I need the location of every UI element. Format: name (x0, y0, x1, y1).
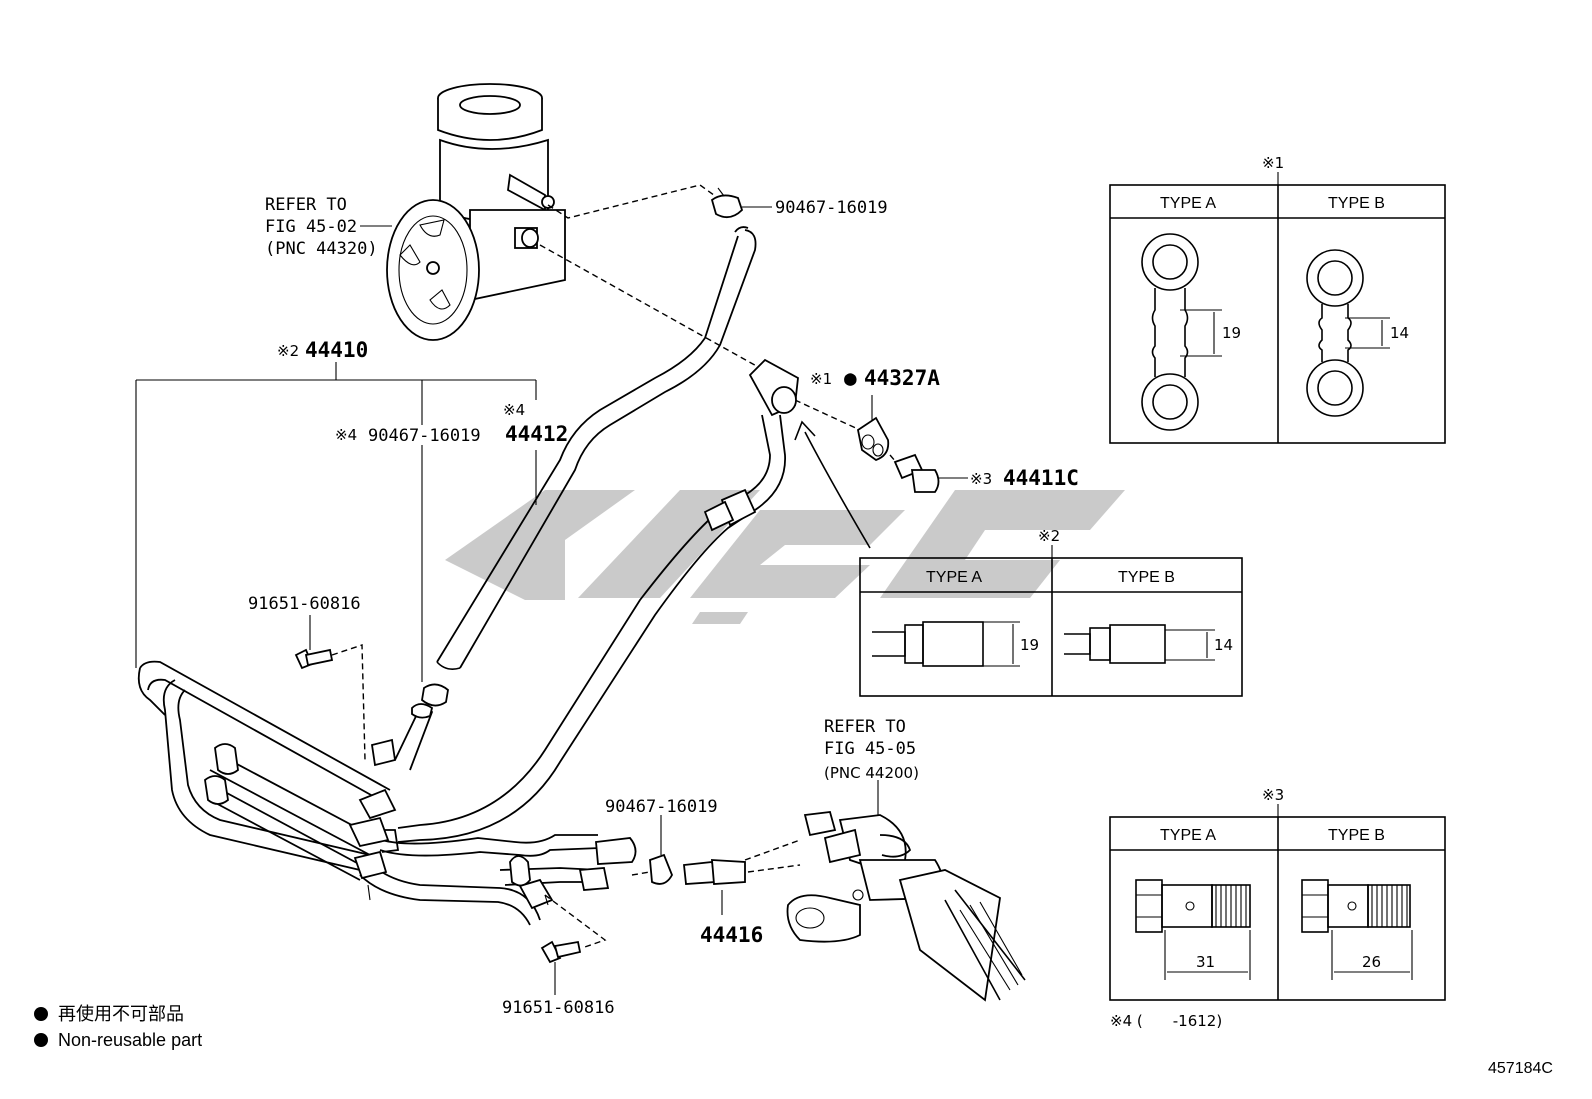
part-number-clamp-bottom: 90467-16019 (605, 797, 718, 817)
svg-text:TYPE B: TYPE B (1328, 195, 1385, 212)
part-number-clamp-left: 90467-16019 (368, 426, 481, 446)
clamp-90467-left (421, 683, 449, 707)
svg-text:19: 19 (1020, 636, 1039, 654)
clamp-90467-top (710, 187, 744, 219)
power-steering-pump (386, 83, 566, 341)
refer-to-pump-label: REFER TO FIG 45-02 (PNC 44320) (265, 195, 392, 259)
svg-text:TYPE B: TYPE B (1118, 569, 1175, 586)
bolt-91651-bottom (540, 940, 582, 995)
figure-id: 457184C (1488, 1060, 1553, 1077)
steering-gear (786, 780, 1026, 1002)
part-number-gasket: 44327A (864, 366, 940, 390)
svg-text:※3: ※3 (1262, 786, 1284, 804)
svg-text:※1: ※1 (810, 370, 832, 388)
refer-to-gear-label: REFER TO FIG 45-05 (PNC 44200) (824, 717, 919, 782)
union-bolt-44411c (893, 453, 940, 493)
union-44416 (683, 859, 746, 915)
table-gasket-types: ※1 TYPE A TYPE B 19 14 (1109, 154, 1446, 444)
svg-text:再使用不可部品: 再使用不可部品 (58, 1004, 184, 1024)
note-4: ※4 ( -1612) (1110, 1012, 1222, 1030)
svg-text:(PNC 44200): (PNC 44200) (824, 764, 919, 782)
part-number-bolt-bottom: 91651-60816 (502, 998, 615, 1018)
svg-text:REFER TO: REFER TO (824, 717, 906, 737)
watermark-logo (445, 490, 1125, 624)
part-number-bolt-left: 91651-60816 (248, 594, 361, 614)
part-number-clamp-top: 90467-16019 (775, 198, 888, 218)
svg-text:(PNC 44320): (PNC 44320) (265, 239, 378, 259)
svg-text:※2: ※2 (277, 342, 299, 360)
svg-text:FIG 45-05: FIG 45-05 (824, 739, 916, 759)
part-number-union-bolt: 44411C (1003, 466, 1079, 490)
svg-text:TYPE A: TYPE A (926, 569, 982, 586)
svg-text:TYPE B: TYPE B (1328, 827, 1385, 844)
svg-text:31: 31 (1196, 953, 1215, 971)
svg-text:※3: ※3 (970, 470, 992, 488)
svg-text:14: 14 (1390, 324, 1409, 342)
pressure-tube-assy-44410 (137, 660, 637, 926)
gasket-44327a (856, 416, 890, 462)
legend-bullet-1 (34, 1007, 48, 1021)
svg-text:●: ● (844, 366, 857, 390)
svg-text:※4: ※4 (335, 426, 357, 444)
svg-text:※2: ※2 (1038, 527, 1060, 545)
pressure-hose (397, 358, 799, 843)
clamp-90467-bottom (649, 815, 673, 885)
table-bolt-types: ※3 TYPE A TYPE B 31 26 (1109, 786, 1446, 1001)
svg-text:TYPE A: TYPE A (1160, 827, 1216, 844)
svg-text:TYPE A: TYPE A (1160, 195, 1216, 212)
tube-assy-callout: ※2 44410 (135, 338, 537, 682)
svg-text:※1: ※1 (1262, 154, 1284, 172)
svg-text:19: 19 (1222, 324, 1241, 342)
svg-text:14: 14 (1214, 636, 1233, 654)
legend-bullet-2 (34, 1033, 48, 1047)
svg-text:44410: 44410 (305, 338, 368, 362)
part-number-hose: 44412 (505, 422, 568, 446)
table-tube-types: ※2 TYPE A TYPE B 19 14 (859, 527, 1243, 697)
part-number-union: 44416 (700, 923, 763, 947)
bolt-91651-left (294, 615, 334, 670)
svg-text:REFER TO: REFER TO (265, 195, 347, 215)
svg-text:※4: ※4 (503, 401, 525, 419)
svg-text:26: 26 (1362, 953, 1381, 971)
svg-text:Non-reusable part: Non-reusable part (58, 1030, 202, 1050)
return-hose-44412 (436, 226, 757, 670)
direction-arrow (794, 420, 871, 549)
legend: 再使用不可部品 Non-reusable part (34, 1004, 202, 1050)
svg-text:FIG 45-02: FIG 45-02 (265, 217, 357, 237)
